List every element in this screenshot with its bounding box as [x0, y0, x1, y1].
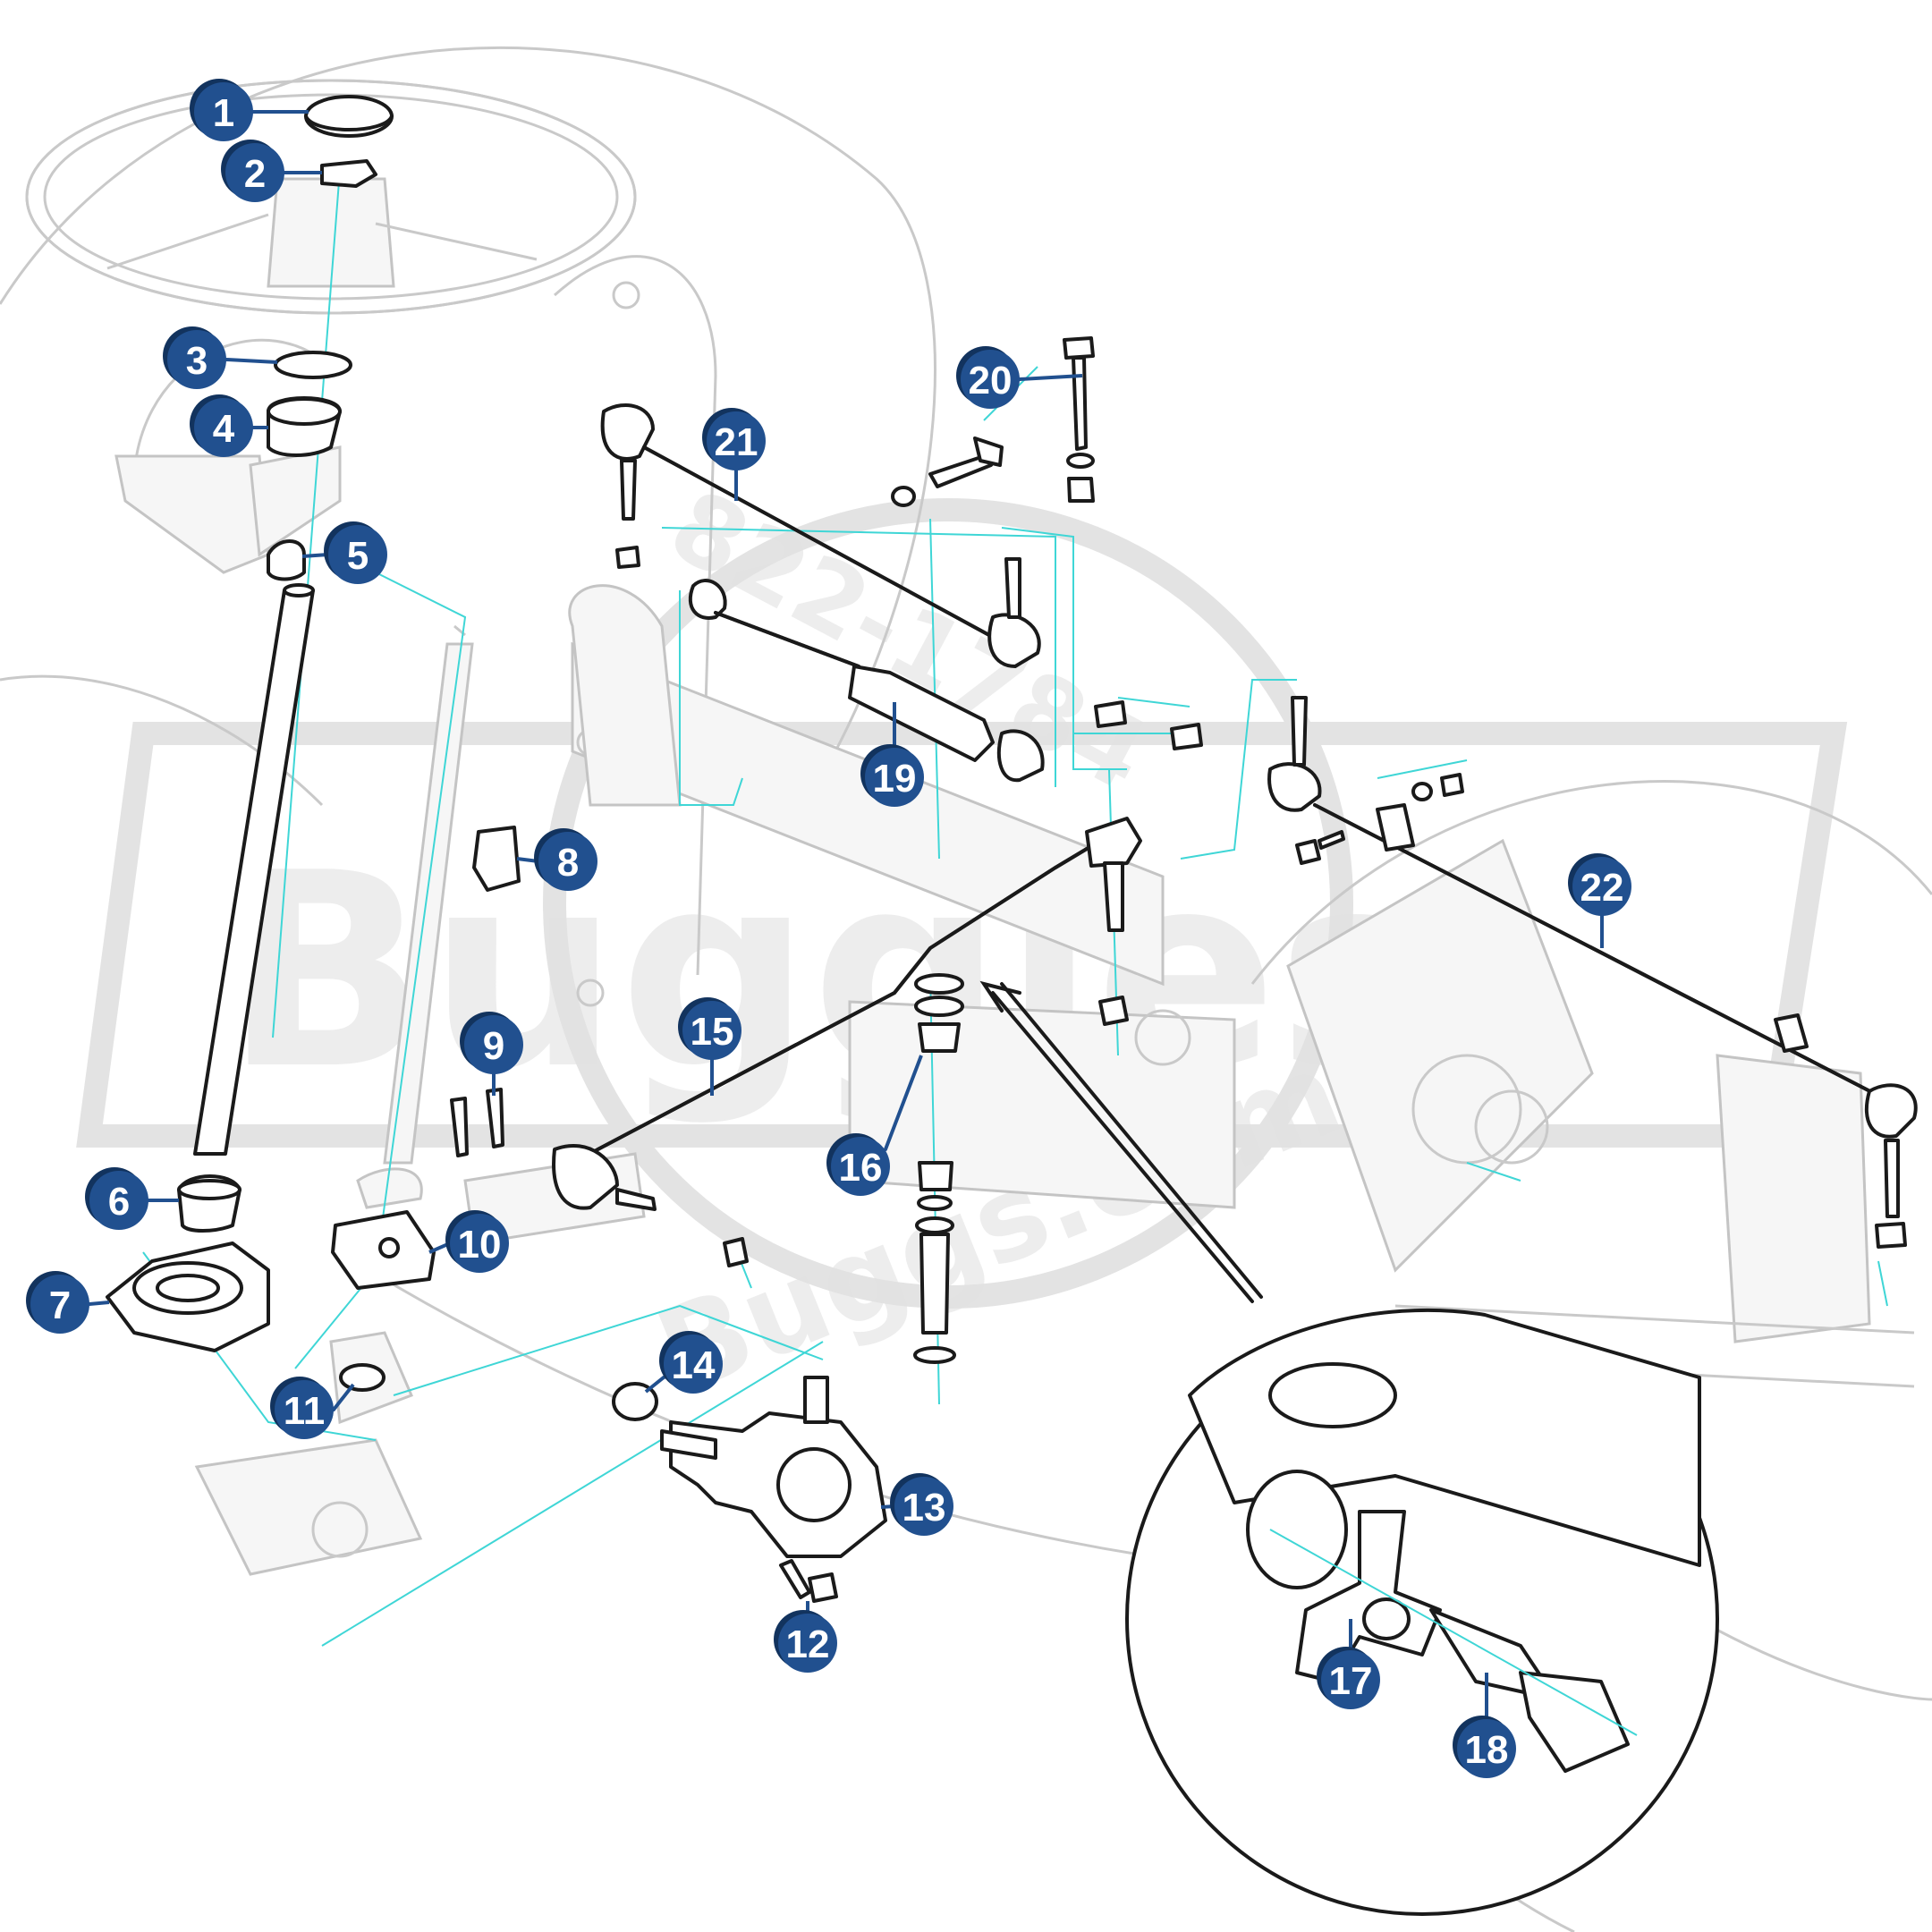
callout-badge [538, 832, 597, 891]
callout-adjusting-bolt: 18 [1453, 1673, 1516, 1778]
callout-badge [167, 330, 226, 389]
callout-number: 15 [691, 1010, 734, 1054]
callout-badge [682, 1001, 741, 1060]
callout-badge [450, 1214, 509, 1273]
callout-steering-damper: 19 [860, 702, 924, 807]
callout-badge [831, 1137, 890, 1196]
callout-lower-bushing: 6 [85, 1167, 179, 1230]
callout-spindle-bushings: 16 [826, 1055, 923, 1196]
callout-badge [865, 748, 924, 807]
callout-lower-tie-rod: 22 [1568, 853, 1631, 948]
callout-number: 2 [244, 152, 266, 196]
callout-number: 16 [839, 1146, 883, 1190]
callout-number: 19 [873, 757, 917, 801]
callout-number: 18 [1465, 1728, 1509, 1772]
callout-number: 12 [786, 1623, 830, 1666]
callout-damper-mount-bolt: 20 [956, 346, 1083, 409]
callout-number: 10 [458, 1223, 502, 1267]
callout-number: 14 [672, 1343, 716, 1387]
callout-steering-wheel-nut: 2 [221, 140, 322, 202]
callout-badge [328, 525, 387, 584]
callout-mounting-bolts: 9 [460, 1012, 523, 1096]
callout-column-flange: 7 [26, 1271, 110, 1334]
callout-column-spring: 5 [301, 521, 387, 584]
callout-badge [961, 350, 1020, 409]
callout-gearbox-seal: 14 [644, 1331, 723, 1394]
callout-badge [1457, 1719, 1516, 1778]
callout-badge [464, 1015, 523, 1074]
callout-lock-tab: 17 [1317, 1619, 1380, 1709]
callout-number: 17 [1329, 1659, 1373, 1703]
callout-upper-bushing: 4 [190, 394, 268, 457]
callout-number: 22 [1580, 866, 1624, 910]
callout-number: 7 [49, 1284, 71, 1327]
callout-badge [664, 1335, 723, 1394]
callout-badge [225, 143, 284, 202]
callout-seal: 11 [270, 1377, 355, 1439]
callout-number: 6 [108, 1180, 130, 1224]
callout-upper-tie-rod: 21 [702, 408, 766, 501]
callout-hub-cap: 1 [190, 79, 309, 141]
callout-badge [194, 82, 253, 141]
callout-number: 8 [557, 841, 579, 885]
callout-badge [275, 1380, 334, 1439]
callout-badge [778, 1614, 837, 1673]
callout-badge [30, 1275, 89, 1334]
callout-badge [707, 411, 766, 470]
callout-gearbox-bolt: 12 [774, 1601, 837, 1673]
callout-number: 3 [186, 339, 208, 383]
chassis-ghost [0, 46, 1932, 1932]
callout-badge [89, 1171, 148, 1230]
callout-number: 9 [483, 1024, 504, 1068]
callout-steering-gearbox: 13 [880, 1473, 953, 1536]
callout-number: 20 [969, 359, 1013, 402]
parts [106, 95, 1918, 1603]
callout-mounting-plate: 10 [428, 1210, 509, 1273]
steering-wheel-ghost [25, 79, 637, 574]
callout-badge [894, 1477, 953, 1536]
callout-badge [1321, 1650, 1380, 1709]
callout-badge [194, 398, 253, 457]
callout-number: 5 [347, 534, 369, 578]
callout-number: 13 [902, 1486, 946, 1530]
callout-number: 1 [213, 91, 234, 135]
callout-snap-ring: 3 [163, 326, 278, 389]
detail-inset [979, 980, 1719, 1916]
callout-number: 11 [284, 1389, 326, 1433]
callout-number: 21 [715, 420, 758, 464]
shaft-ghost [194, 624, 474, 1576]
callout-number: 4 [213, 407, 235, 451]
callout-drag-link: 15 [678, 997, 741, 1096]
callout-column-clamp: 8 [516, 828, 597, 891]
callout-badge [1572, 857, 1631, 916]
